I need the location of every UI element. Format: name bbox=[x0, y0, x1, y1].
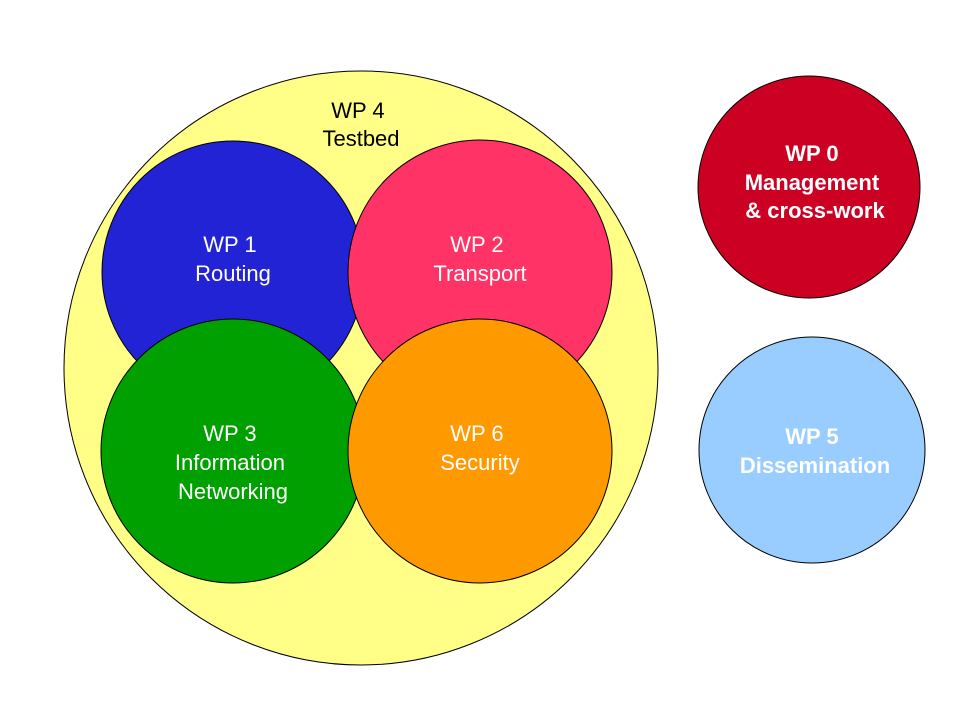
wp6-label-line: Security bbox=[440, 450, 519, 475]
wp6-label: WP 6 Security bbox=[440, 421, 519, 475]
wp6-label-line: WP 6 bbox=[450, 421, 503, 446]
wp3-label-line: Information bbox=[175, 450, 285, 475]
wp3-label: WP 3 Information Networking bbox=[175, 421, 291, 504]
wp5-node: WP 5 Dissemination bbox=[698, 336, 926, 564]
wp0-label-line: Management bbox=[745, 170, 880, 195]
wp1-label: WP 1 Routing bbox=[195, 232, 271, 286]
wp5-label: WP 5 Dissemination bbox=[740, 424, 890, 478]
wp5-label-line: WP 5 bbox=[785, 424, 838, 449]
wp1-label-line: Routing bbox=[195, 261, 271, 286]
wp0-circle bbox=[697, 75, 921, 299]
wp3-label-line: Networking bbox=[178, 479, 288, 504]
wp4-label-line: Testbed bbox=[322, 126, 399, 151]
wp0-label: WP 0 Management & cross-work bbox=[745, 141, 886, 223]
wp4-label-line: WP 4 bbox=[331, 98, 384, 123]
wp1-label-line: WP 1 bbox=[203, 232, 256, 257]
wp0-node: WP 0 Management & cross-work bbox=[697, 75, 921, 299]
wp3-node: WP 3 Information Networking bbox=[100, 318, 366, 584]
wp3-label-line: WP 3 bbox=[203, 421, 256, 446]
wp6-node: WP 6 Security bbox=[347, 318, 613, 584]
wp2-label-line: WP 2 bbox=[450, 232, 503, 257]
wp6-circle bbox=[347, 318, 613, 584]
wp0-label-line: WP 0 bbox=[785, 141, 838, 166]
wp5-label-line: Dissemination bbox=[740, 453, 890, 478]
wp2-label: WP 2 Transport bbox=[433, 232, 526, 286]
wp0-label-line: & cross-work bbox=[745, 198, 885, 223]
wp5-circle bbox=[698, 336, 926, 564]
wp4-label: WP 4 Testbed bbox=[322, 98, 399, 151]
wp2-label-line: Transport bbox=[433, 261, 526, 286]
